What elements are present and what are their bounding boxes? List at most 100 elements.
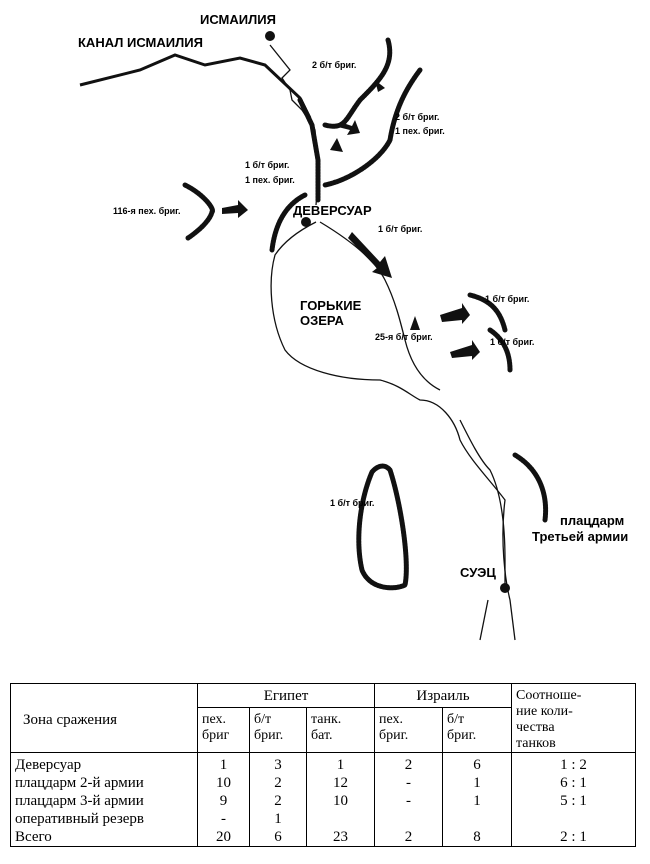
header-ratio-line: Соотноше- bbox=[516, 688, 582, 703]
front-third-army bbox=[512, 452, 549, 523]
label-lakes-1: ГОРЬКИЕ bbox=[300, 298, 362, 313]
unit-label: 1 пех. бриг. bbox=[245, 175, 295, 185]
subheader: пех.бриг. bbox=[374, 707, 443, 753]
label-ismailia: ИСМАИЛИЯ bbox=[200, 12, 276, 27]
zone-cell: Деверсуар bbox=[10, 752, 198, 774]
value-cell: - bbox=[197, 810, 250, 828]
zone-cell: Всего bbox=[10, 828, 198, 847]
front-116 bbox=[182, 182, 216, 241]
ismailia-city bbox=[265, 31, 275, 41]
label-bridgehead-2: Третьей армии bbox=[532, 529, 628, 544]
value-cell: 1 bbox=[442, 774, 512, 792]
table-row: оперативный резерв-1 bbox=[10, 810, 636, 828]
battle-map: ИСМАИЛИЯ КАНАЛ ИСМАИЛИЯ ДЕВЕРСУАР СУЭЦ Г… bbox=[78, 12, 628, 641]
ismailia-canal bbox=[79, 53, 312, 119]
unit-label: 25-я б/т бриг. bbox=[375, 332, 433, 342]
subheader-line: танк. bbox=[311, 712, 342, 727]
subheader-line: бриг. bbox=[379, 728, 409, 743]
lake-shore-east bbox=[319, 221, 441, 391]
value-cell: 1 bbox=[249, 810, 307, 828]
subheader-line: бриг bbox=[202, 728, 230, 743]
zone-cell: плацдарм 2-й армии bbox=[10, 774, 198, 792]
ratio-cell: 6 : 1 bbox=[511, 774, 636, 792]
value-cell: 6 bbox=[442, 752, 512, 774]
value-cell: 1 bbox=[442, 792, 512, 810]
unit-label: 1 б/т бриг. bbox=[378, 224, 422, 234]
front-reserve bbox=[356, 463, 409, 591]
suez-canal-front bbox=[297, 97, 321, 203]
value-cell: 1 bbox=[197, 752, 250, 774]
value-cell: 10 bbox=[306, 792, 375, 810]
zone-cell: плацдарм 3-й армии bbox=[10, 792, 198, 810]
value-cell: 2 bbox=[249, 792, 307, 810]
attack-arrows bbox=[222, 80, 480, 360]
forces-table: Зона сражения Египет Израиль Соотноше- н… bbox=[10, 683, 636, 847]
subheader: пех.бриг bbox=[197, 707, 250, 753]
header-ratio-line: чества bbox=[516, 720, 555, 735]
value-cell bbox=[374, 810, 443, 828]
subheader-line: пех. bbox=[379, 712, 404, 727]
unit-label: 116-я пех. бриг. bbox=[113, 206, 181, 216]
ratio-cell bbox=[511, 810, 636, 828]
unit-label: 2 б/т бриг. bbox=[395, 112, 439, 122]
value-cell: 6 bbox=[249, 828, 307, 847]
zone-cell: оперативный резерв bbox=[10, 810, 198, 828]
ratio-cell: 1 : 2 bbox=[511, 752, 636, 774]
value-cell: 1 bbox=[306, 752, 375, 774]
value-cell: 2 bbox=[374, 752, 443, 774]
header-zone: Зона сражения bbox=[10, 683, 198, 753]
ratio-cell: 2 : 1 bbox=[511, 828, 636, 847]
deversoir-city bbox=[301, 217, 311, 227]
front-north-1 bbox=[322, 37, 393, 129]
label-lakes-2: ОЗЕРА bbox=[300, 313, 344, 328]
value-cell: 2 bbox=[249, 774, 307, 792]
value-cell: 20 bbox=[197, 828, 250, 847]
value-cell: - bbox=[374, 774, 443, 792]
subheader-line: б/т bbox=[254, 712, 272, 727]
lake-shore bbox=[270, 221, 516, 641]
subheader-line: бриг. bbox=[447, 728, 477, 743]
value-cell: 3 bbox=[249, 752, 307, 774]
value-cell bbox=[306, 810, 375, 828]
unit-label: 1 б/т бриг. bbox=[245, 160, 289, 170]
label-suez: СУЭЦ bbox=[460, 565, 496, 580]
value-cell: 9 bbox=[197, 792, 250, 810]
label-canal: КАНАЛ ИСМАИЛИЯ bbox=[78, 35, 203, 50]
header-ratio-line: ние коли- bbox=[516, 704, 573, 719]
value-cell: 12 bbox=[306, 774, 375, 792]
value-cell bbox=[442, 810, 512, 828]
value-cell: 23 bbox=[306, 828, 375, 847]
value-cell: 10 bbox=[197, 774, 250, 792]
front-deversoir-west bbox=[269, 192, 308, 253]
suez-city bbox=[500, 583, 510, 593]
header-ratio: Соотноше- ние коли- чества танков bbox=[511, 683, 636, 753]
label-bridgehead-1: плацдарм bbox=[560, 513, 624, 528]
subheader-line: б/т bbox=[447, 712, 465, 727]
unit-label: 1 б/т бриг. bbox=[485, 294, 529, 304]
front-east-1 bbox=[467, 292, 508, 333]
canal-south bbox=[459, 419, 506, 641]
unit-label: 1 пех. бриг. bbox=[395, 126, 445, 136]
unit-label: 2 б/т бриг. bbox=[312, 60, 356, 70]
ratio-cell: 5 : 1 bbox=[511, 792, 636, 810]
value-cell: 8 bbox=[442, 828, 512, 847]
label-deversoir: ДЕВЕРСУАР bbox=[293, 203, 372, 218]
header-egypt: Египет bbox=[197, 683, 375, 708]
subheader-line: пех. bbox=[202, 712, 227, 727]
subheader: танк.бат. bbox=[306, 707, 375, 753]
value-cell: - bbox=[374, 792, 443, 810]
value-cell: 2 bbox=[374, 828, 443, 847]
subheader-line: бат. bbox=[311, 728, 333, 743]
front-east-2 bbox=[487, 327, 513, 373]
unit-label: 1 б/т бриг. bbox=[330, 498, 374, 508]
unit-label: 1 б/т бриг. bbox=[490, 337, 534, 347]
front-north-2 bbox=[322, 67, 423, 188]
header-israel: Израиль bbox=[374, 683, 512, 708]
subheader-line: бриг. bbox=[254, 728, 284, 743]
